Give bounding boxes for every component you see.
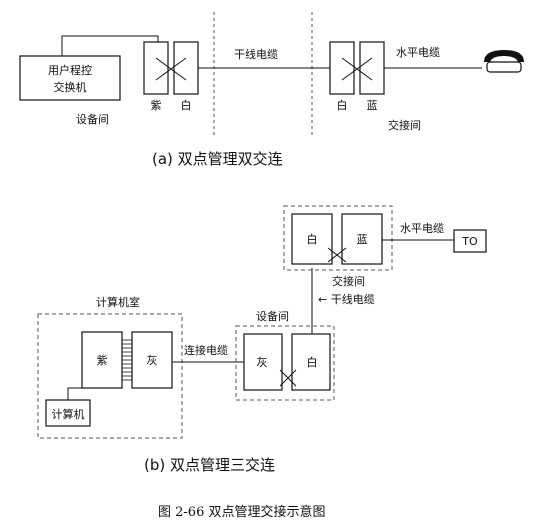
computer-link xyxy=(67,387,82,400)
label-outlet: TO xyxy=(461,235,478,248)
label-white-a-right: 白 xyxy=(337,98,348,112)
jumper-hatch xyxy=(122,339,132,381)
pbx-label-line2: 交换机 xyxy=(54,80,87,94)
panel-gray-b-right xyxy=(243,333,283,391)
label-connect-cable: 连接电缆 xyxy=(184,344,228,357)
pbx-box xyxy=(19,55,121,101)
label-equipment-room-b: 设备间 xyxy=(256,309,289,323)
panel-blue-b xyxy=(341,213,383,265)
pbx-label-line1: 用户程控 xyxy=(48,63,92,77)
label-equipment-room-a: 设备间 xyxy=(76,112,109,126)
label-gray-b-right: 灰 xyxy=(257,355,268,369)
label-blue-b: 蓝 xyxy=(357,233,368,246)
diagram-b: 计算机室 紫 灰 计算机 连接电缆 设备间 灰 白 ← 干线电 xyxy=(37,205,487,474)
caption-a: (a) 双点管理双交连 xyxy=(152,150,283,168)
label-cross-connect-room-a: 交接间 xyxy=(388,118,421,132)
label-white-a-left: 白 xyxy=(181,98,192,112)
label-cross-connect-room-b: 交接间 xyxy=(332,274,365,288)
label-white-b-upper: 白 xyxy=(307,232,318,246)
pbx-link xyxy=(61,35,159,56)
figure-caption: 图 2-66 双点管理交接示意图 xyxy=(158,504,325,520)
panel-white-b-upper xyxy=(291,213,333,265)
label-purple-a: 紫 xyxy=(151,99,162,112)
panel-white-a-right xyxy=(329,41,355,95)
label-horizontal-cable-b: 水平电缆 xyxy=(400,222,444,235)
panel-blue-a xyxy=(359,41,385,95)
outlet-box xyxy=(453,229,487,253)
cross-connect-room-box xyxy=(283,205,393,271)
label-blue-a: 蓝 xyxy=(367,99,378,112)
diagram-a: 用户程控 交换机 紫 白 设备间 干线电缆 白 蓝 交接间 水平电缆 (a) 双… xyxy=(19,12,524,168)
label-purple-b: 紫 xyxy=(97,354,108,367)
equipment-room-box xyxy=(235,325,335,401)
cross-a-left-2 xyxy=(155,57,187,81)
panel-gray-b-left xyxy=(131,331,173,389)
panel-white-b-lower xyxy=(291,333,331,391)
cross-b-upper-2 xyxy=(327,247,347,263)
label-trunk-cable-b: ← 干线电缆 xyxy=(318,292,375,306)
panel-purple-a xyxy=(143,41,169,95)
caption-b: (b) 双点管理三交连 xyxy=(144,456,275,474)
label-horizontal-cable-a: 水平电缆 xyxy=(396,46,440,59)
panel-white-a-left xyxy=(173,41,199,95)
label-white-b-lower: 白 xyxy=(307,355,318,369)
computer-room-box xyxy=(37,313,183,439)
label-computer: 计算机 xyxy=(52,407,85,421)
label-gray-b-left: 灰 xyxy=(147,353,158,367)
telephone-icon xyxy=(484,50,524,73)
cross-a-right-2 xyxy=(341,57,373,81)
cross-b-lower-2 xyxy=(279,369,297,387)
label-trunk-cable-a: 干线电缆 xyxy=(234,47,278,61)
label-computer-room: 计算机室 xyxy=(96,295,140,309)
